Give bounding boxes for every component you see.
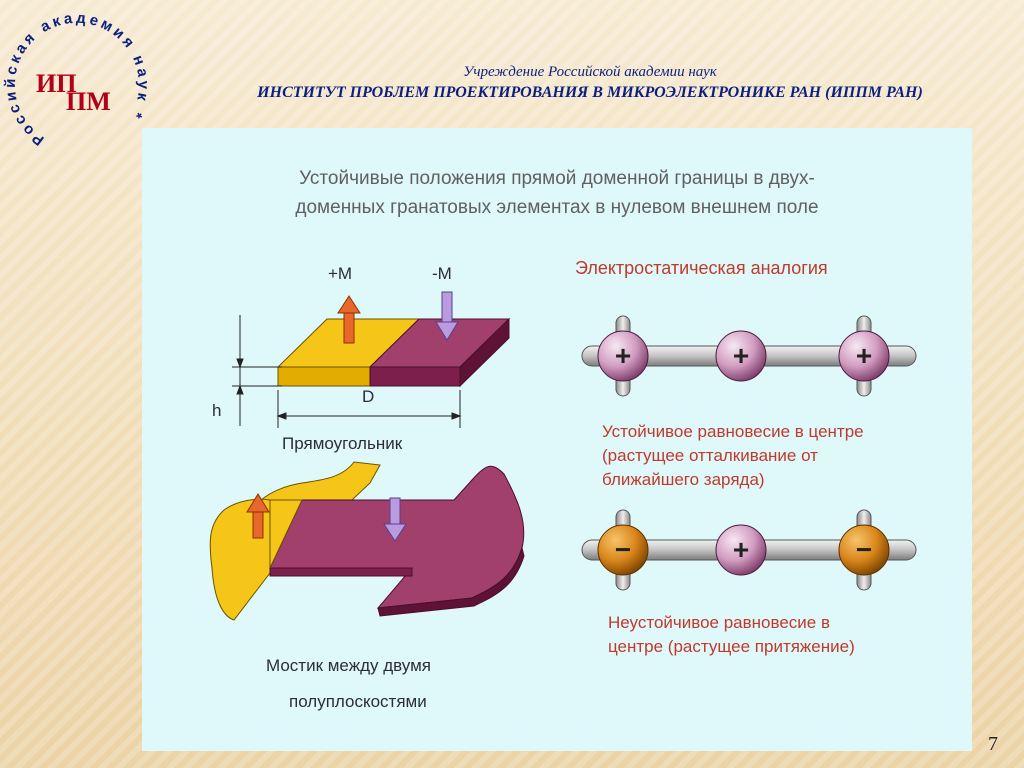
unstable-description: Неустойчивое равновесие в центре (растущ… bbox=[608, 611, 968, 659]
logo-mark-top: ИП bbox=[36, 69, 76, 98]
charge-sign-3: + bbox=[856, 340, 872, 371]
charge-ball-3 bbox=[838, 330, 890, 382]
charge-sign-2: + bbox=[733, 340, 749, 371]
dimension-lines bbox=[232, 315, 462, 428]
charge-ball-4 bbox=[597, 524, 649, 576]
stable-description: Устойчивое равновесие в центре (растущее… bbox=[602, 420, 962, 492]
magenta-domain-side bbox=[459, 317, 510, 388]
header-line1: Учреждение Российской академии наук bbox=[463, 64, 717, 80]
plus-m-label: +M bbox=[328, 264, 353, 283]
stable-desc-line1: Устойчивое равновесие в центре bbox=[602, 422, 864, 441]
logo-mark-bottom: ПМ bbox=[66, 87, 111, 116]
slide-title: Устойчивые положения прямой доменной гра… bbox=[142, 164, 972, 222]
header-line2: ИНСТИТУТ ПРОБЛЕМ ПРОЕКТИРОВАНИЯ В МИКРОЭ… bbox=[257, 84, 923, 101]
stable-desc-line2: (растущее отталкивание от bbox=[602, 446, 818, 465]
magenta-bridge-front bbox=[269, 567, 413, 577]
dimension-d-label: D bbox=[362, 387, 375, 406]
yellow-domain-front bbox=[277, 366, 371, 387]
unstable-desc-line2: центре (растущее притяжение) bbox=[608, 637, 855, 656]
charge-ball-6 bbox=[838, 524, 890, 576]
minus-m-label: -M bbox=[432, 264, 452, 283]
page-number: 7 bbox=[988, 733, 998, 755]
magenta-bridge-side bbox=[377, 546, 525, 617]
slide-title-line2: доменных гранатовых элементах в нулевом … bbox=[295, 197, 819, 218]
charge-sign-1: + bbox=[615, 340, 631, 371]
charge-sign-4: − bbox=[615, 534, 631, 565]
charge-ball-2 bbox=[715, 330, 767, 382]
bridge-minus-arrow-icon bbox=[383, 497, 407, 542]
yellow-bridge-part bbox=[269, 499, 303, 569]
institution-header: Учреждение Российской академии наук ИНСТ… bbox=[160, 62, 1020, 104]
logo-ring-text: Российская академия наук * bbox=[2, 10, 152, 149]
rectangle-element bbox=[232, 291, 511, 428]
slide-title-line1: Устойчивые положения прямой доменной гра… bbox=[299, 168, 815, 189]
stable-charge-row: + + + bbox=[581, 315, 917, 397]
charge-sign-6: − bbox=[856, 534, 872, 565]
ippm-logo: Российская академия наук * ИП ПМ bbox=[2, 10, 152, 149]
minus-m-arrow-icon bbox=[435, 291, 459, 341]
rectangle-caption: Прямоугольник bbox=[282, 434, 403, 453]
dimension-h-label: h bbox=[212, 401, 222, 420]
analogy-title: Электростатическая аналогия bbox=[575, 258, 828, 278]
bridge-caption-line1: Мостик между двумя bbox=[266, 656, 431, 675]
unstable-charge-row: − + − bbox=[581, 509, 917, 591]
bridge-element bbox=[209, 461, 525, 621]
charge-sign-5: + bbox=[733, 534, 749, 565]
bridge-plus-arrow-icon bbox=[246, 493, 270, 539]
charge-ball-1 bbox=[597, 330, 649, 382]
slide-panel: + + + − + − Устойчивые положения прямой … bbox=[142, 128, 972, 751]
magenta-domain-front bbox=[369, 366, 461, 387]
diagram-canvas: + + + − + − bbox=[209, 291, 917, 621]
plus-m-arrow-icon bbox=[337, 295, 361, 344]
bridge-caption-line2: полуплоскостями bbox=[289, 692, 427, 711]
unstable-desc-line1: Неустойчивое равновесие в bbox=[608, 613, 831, 632]
charge-ball-5 bbox=[715, 524, 767, 576]
stable-desc-line3: ближайшего заряда) bbox=[602, 470, 765, 489]
